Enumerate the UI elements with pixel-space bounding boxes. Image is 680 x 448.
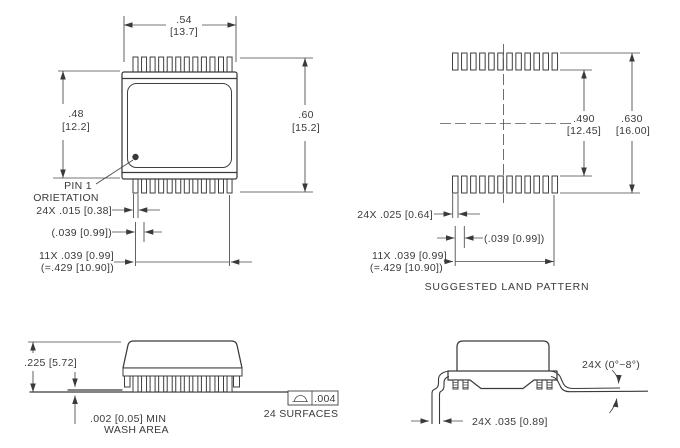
land-pads-top (452, 52, 559, 71)
dim-body-height-in: .48 (68, 108, 84, 120)
coplanarity-value: .004 (314, 393, 336, 405)
pin1-orientation-dot (132, 153, 139, 161)
dim-body-height: .48 [12.2] (53, 70, 120, 179)
coplanarity-callout: .004 24 SURFACES (264, 390, 339, 420)
top-view-pins-top (132, 56, 233, 73)
dim-lead-width-label: 24X .015 [0.38] (36, 205, 112, 217)
dim-top-width-in: .54 (176, 14, 192, 26)
dim-land-outer: .630 [16.00] (560, 52, 650, 194)
coplanarity-symbol-icon (292, 395, 308, 402)
dim-land-inner-mm: [12.45] (567, 125, 601, 137)
dim-lead-span-line1: 11X .039 [0.99] (39, 250, 114, 262)
dim-lead-span: 11X .039 [0.99] (=.429 [10.90]) (39, 195, 252, 274)
dim-pad-width: 24X .025 [0.64] (357, 194, 480, 221)
top-view-pins-bottom (132, 178, 233, 194)
dim-lead-width: 24X .015 [0.38] (36, 194, 160, 218)
side-body-top (122, 340, 243, 369)
end-body-top (456, 340, 550, 371)
dim-top-width-mm: [13.7] (170, 26, 198, 38)
dim-lead-pitch-label: (.039 [0.99]) (51, 227, 112, 239)
side-view: .225 [5.72] .002 [0.05] MIN WASH AREA .0… (24, 340, 339, 436)
pin1-label-line2: ORIETATION (33, 192, 99, 204)
dim-land-inner-in: .490 (573, 113, 595, 125)
dim-pad-span-line2: (=.429 [10.90]) (370, 262, 443, 274)
wash-area-line2: WASH AREA (104, 424, 169, 436)
dim-lead-angle-label: 24X (0°~8°) (582, 359, 640, 371)
dim-body-height-mm: [12.2] (62, 121, 90, 133)
package-body-inner-outline (127, 83, 232, 168)
dim-overall-height-mm: [15.2] (292, 122, 320, 134)
dim-land-outer-mm: [16.00] (616, 125, 650, 137)
end-left-lead-outer (431, 370, 450, 424)
top-view: .54 [13.7] .48 [12.2] .60 [15.2] PIN 1 O… (33, 14, 320, 274)
coplanarity-surfaces: 24 SURFACES (264, 408, 339, 420)
dim-side-height: .225 [5.72] (24, 341, 121, 392)
dim-land-inner: .490 [12.45] (560, 69, 601, 177)
dim-wash-area: .002 [0.05] MIN WASH AREA (72, 372, 169, 436)
end-left-lead-inner (438, 375, 450, 424)
land-pattern-title: SUGGESTED LAND PATTERN (425, 281, 590, 293)
land-pattern-view: .490 [12.45] .630 [16.00] 24X .025 [0.64… (357, 44, 650, 293)
end-right-lead-outer (550, 370, 621, 390)
wash-area-line1: .002 [0.05] MIN (90, 413, 166, 425)
package-body-outline (121, 71, 238, 180)
side-body-base (122, 367, 243, 377)
dim-lead-angle: 24X (0°~8°) (582, 359, 640, 414)
dim-lead-thickness: 24X .035 [0.89] (411, 416, 548, 428)
dim-lead-thickness-label: 24X .035 [0.89] (472, 416, 548, 428)
dim-pad-span-line1: 11X .039 [0.99] (372, 250, 447, 262)
dim-pad-pitch-label: (.039 [0.99]) (484, 233, 545, 245)
dim-pad-width-label: 24X .025 [0.64] (357, 209, 433, 221)
dim-land-outer-in: .630 (621, 113, 643, 125)
dim-side-height-label: .225 [5.72] (24, 357, 77, 369)
dim-overall-height: .60 [15.2] (240, 57, 320, 193)
end-view-pin-stubs (452, 379, 553, 390)
dim-overall-height-in: .60 (298, 109, 314, 121)
side-view-legs (124, 375, 240, 393)
package-body-edge-lines (121, 77, 238, 174)
end-view: 24X (0°~8°) 24X .035 [0.89] (411, 340, 649, 428)
pin1-leader-line (95, 159, 134, 185)
dim-top-width: .54 [13.7] (123, 14, 237, 62)
land-pads-bottom (452, 175, 559, 194)
dim-lead-pitch: (.039 [0.99]) (51, 222, 162, 266)
end-right-lead-foot (550, 375, 649, 393)
dim-pad-pitch: (.039 [0.99]) (437, 226, 545, 266)
dim-pad-span: 11X .039 [0.99] (=.429 [10.90]) (370, 195, 555, 274)
dim-lead-span-line2: (=.429 [10.90]) (41, 262, 114, 274)
pin1-label-line1: PIN 1 (64, 180, 92, 192)
